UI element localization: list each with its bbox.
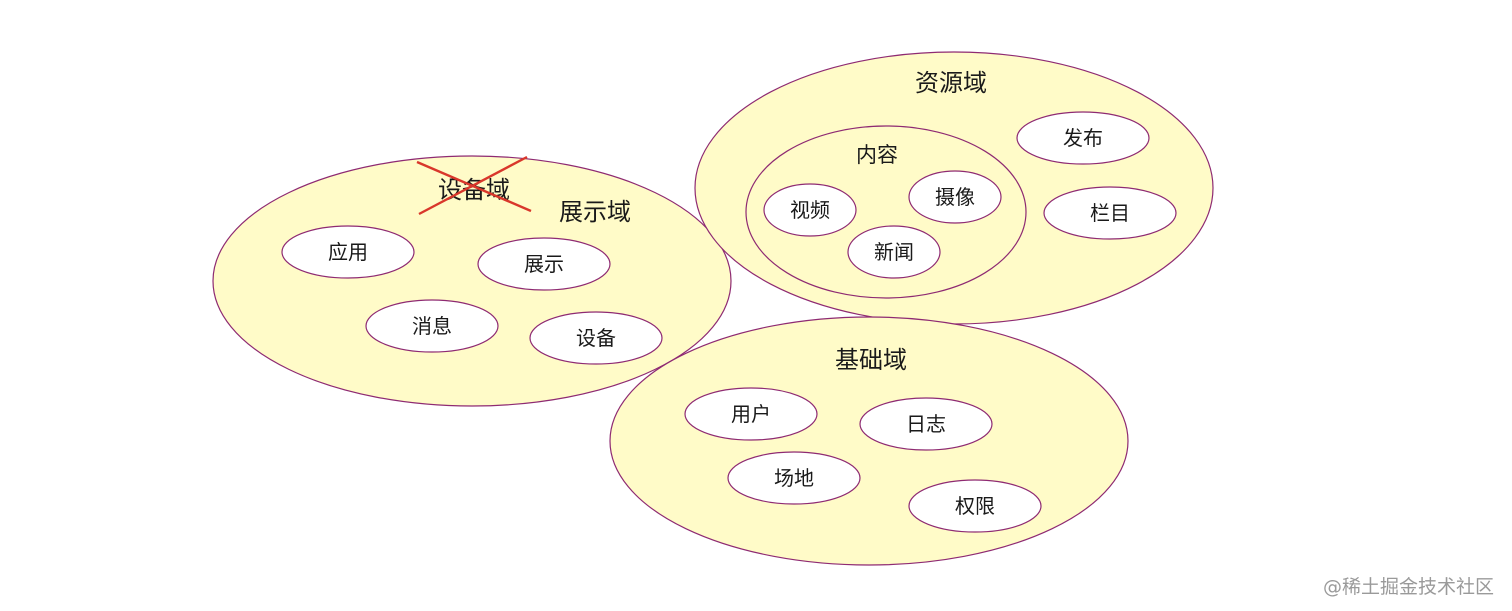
node-label: 消息 <box>412 314 452 338</box>
node-label: 展示 <box>524 252 564 276</box>
node-device: 设备 <box>529 311 663 365</box>
node-label: 栏目 <box>1090 201 1130 225</box>
foundation-domain: 基础域 用户 日志 场地 权限 <box>609 316 1129 566</box>
node-app: 应用 <box>281 225 415 279</box>
node-video: 视频 <box>763 183 857 237</box>
resource-domain-title: 资源域 <box>915 69 987 97</box>
node-publish: 发布 <box>1016 111 1150 165</box>
node-label: 权限 <box>955 494 995 518</box>
node-label: 日志 <box>906 412 946 436</box>
strike-cross-icon <box>416 155 532 216</box>
watermark: @稀土掘金技术社区 <box>1322 576 1494 598</box>
node-label: 发布 <box>1063 126 1103 150</box>
node-log: 日志 <box>859 397 993 451</box>
node-label: 应用 <box>328 240 368 264</box>
content-group: 内容 视频 摄像 新闻 <box>745 125 1027 299</box>
node-site: 场地 <box>727 451 861 505</box>
foundation-domain-title: 基础域 <box>835 346 907 374</box>
node-news: 新闻 <box>847 225 941 279</box>
node-label: 用户 <box>731 402 771 426</box>
node-label: 场地 <box>774 466 814 490</box>
content-group-title: 内容 <box>856 143 898 167</box>
node-label: 摄像 <box>935 185 975 209</box>
node-permission: 权限 <box>908 479 1042 533</box>
node-user: 用户 <box>684 387 818 441</box>
display-domain: 设备域 展示域 应用 展示 消息 设备 <box>212 155 732 407</box>
content-group-ellipse <box>745 125 1027 299</box>
resource-domain: 资源域 内容 视频 摄像 新闻 发布 栏目 <box>694 51 1214 325</box>
display-domain-title: 展示域 <box>559 198 631 226</box>
display-domain-struck-title: 设备域 <box>438 176 510 204</box>
node-camera: 摄像 <box>908 170 1002 224</box>
node-label: 视频 <box>790 198 830 222</box>
node-message: 消息 <box>365 299 499 353</box>
node-label: 新闻 <box>874 240 914 264</box>
node-column: 栏目 <box>1043 186 1177 240</box>
node-display: 展示 <box>477 237 611 291</box>
node-label: 设备 <box>576 326 616 350</box>
